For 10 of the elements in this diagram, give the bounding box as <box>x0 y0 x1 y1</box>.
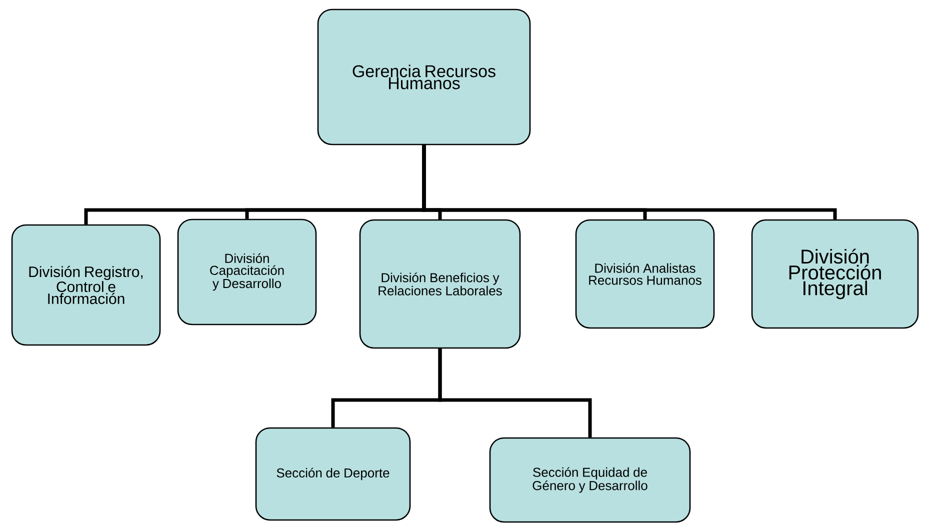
connector-line <box>422 145 837 220</box>
org-box: División Registro, Control e Información <box>11 224 161 346</box>
org-box: Sección Equidad de Género y Desarrollo <box>489 437 691 523</box>
org-box: División Beneficios y Relaciones Laborales <box>359 219 521 349</box>
org-box: Sección de Deporte <box>255 427 411 521</box>
org-box: División Analistas Recursos Humanos <box>575 219 715 329</box>
org-box: Gerencia Recursos Humanos <box>317 8 531 146</box>
org-box: División Protección Integral <box>751 219 919 329</box>
org-box: División Capacitación y Desarrollo <box>177 218 317 326</box>
connector-line <box>438 348 592 438</box>
